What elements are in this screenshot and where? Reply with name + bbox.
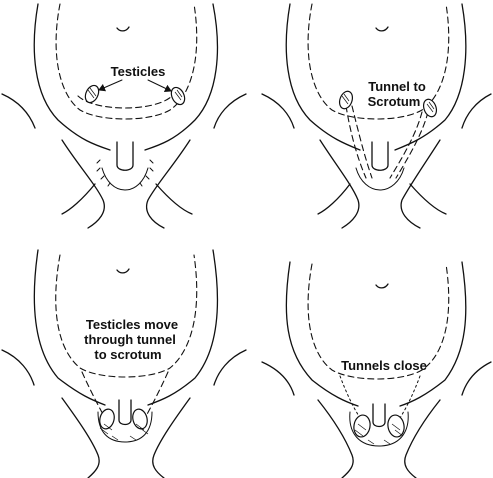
panel-1-label-testicles: Testicles xyxy=(111,64,166,79)
panel-2-lower-right-leg xyxy=(410,184,446,214)
panel-2-torso-outline-right xyxy=(395,4,466,150)
panel-4-left-testicle xyxy=(352,414,372,438)
panel-2-navel xyxy=(376,27,388,31)
panel-2-right-leg xyxy=(462,94,491,128)
panel-2-label-line-2: Scrotum xyxy=(368,94,421,109)
panel-3-right-leg xyxy=(214,350,246,385)
panel-2-left-leg xyxy=(262,94,294,128)
panel-1-empty-scrotum xyxy=(102,168,148,190)
panel-1-lower-left-leg xyxy=(62,184,95,214)
panel-4-left-leg xyxy=(262,362,294,395)
panel-3-label-line-2: through tunnel xyxy=(84,332,176,347)
panel-4-label-tunnels-close: Tunnels close xyxy=(341,358,427,373)
panel-4-navel xyxy=(376,284,388,288)
panel-3-right-tunnel xyxy=(144,372,168,420)
panel-1-arrow-right xyxy=(148,80,171,91)
panel-2-lower-left-leg xyxy=(318,184,350,214)
panel-1-right-thigh xyxy=(147,140,190,228)
panel-4-torso-outline xyxy=(286,262,358,406)
panel-2-right-thigh xyxy=(401,140,440,228)
panel-1-navel xyxy=(117,27,129,31)
panel-3-navel xyxy=(117,269,129,273)
panel-4-right-closed-tunnel xyxy=(400,376,420,418)
panel-2-scrotum xyxy=(356,168,404,190)
panel-2-tunnel-to-scrotum: Tunnel to Scrotum xyxy=(262,4,491,228)
panel-2-left-tunnel xyxy=(346,106,366,178)
panel-1-arrow-left xyxy=(99,80,122,90)
panel-3-right-thigh xyxy=(153,398,190,478)
panel-4-right-thigh xyxy=(405,400,440,478)
panel-1-right-leg xyxy=(214,94,246,128)
panel-1-left-thigh xyxy=(62,140,104,228)
panel-2-penis xyxy=(372,142,388,170)
panel-4-torso-outline-right xyxy=(400,262,466,406)
panel-2-label-line-1: Tunnel to xyxy=(368,79,426,94)
panel-1-left-testicle xyxy=(83,83,101,104)
panel-3-penis xyxy=(119,400,131,425)
panel-2-left-thigh xyxy=(320,140,359,228)
panel-4-right-testicle xyxy=(386,414,406,438)
panel-3-left-thigh xyxy=(62,398,99,478)
panel-3-label-line-3: to scrotum xyxy=(94,347,161,362)
panel-4-left-thigh xyxy=(318,400,353,478)
panel-3-testicles-move: Testicles move through tunnel to scrotum xyxy=(2,250,246,478)
panel-1-scrotum-hatch xyxy=(97,160,153,186)
panel-1-undescended-testicles: Testicles xyxy=(2,4,246,228)
panel-3-label-line-1: Testicles move xyxy=(86,317,178,332)
panel-1-penis xyxy=(117,142,133,170)
panel-4-right-leg xyxy=(462,362,491,395)
panel-1-torso-outline xyxy=(34,4,110,150)
panel-4-tunnels-close: Tunnels close xyxy=(262,262,491,478)
panel-1-lower-right-leg xyxy=(156,184,192,214)
panel-2-right-tunnel xyxy=(396,112,428,178)
panel-4-penis xyxy=(373,404,385,427)
panel-3-left-leg xyxy=(2,350,34,385)
panel-2-torso-outline xyxy=(286,4,360,150)
panel-1-left-leg xyxy=(2,94,35,128)
